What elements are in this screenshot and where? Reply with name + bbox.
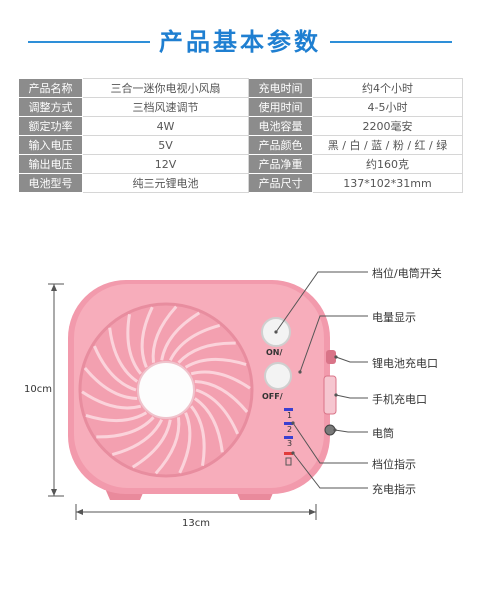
height-label: 10cm xyxy=(24,384,52,395)
level-light-1 xyxy=(284,408,293,411)
spec-key: 产品颜色 xyxy=(248,135,313,155)
spec-row: 输出电压 12V 产品净重 约160克 xyxy=(18,154,463,174)
page-title: 产品基本参数 xyxy=(159,28,321,56)
level-number-1: 1 xyxy=(287,411,293,420)
spec-key: 电池型号 xyxy=(18,173,83,193)
level-number-3: 3 xyxy=(287,439,293,448)
grill-bar xyxy=(194,380,249,413)
grill-bar xyxy=(81,390,142,410)
spec-key: 产品名称 xyxy=(18,78,83,98)
callout-lines xyxy=(275,271,368,489)
grill-bar xyxy=(85,411,148,423)
spec-row: 额定功率 4W 电池容量 2200毫安 xyxy=(18,116,463,136)
fan-illustration xyxy=(48,271,368,520)
grill-bar xyxy=(140,306,154,368)
speed-knob[interactable] xyxy=(264,362,292,390)
charge-indicator-light xyxy=(284,452,293,455)
grill-bar xyxy=(126,314,142,375)
grill-bar xyxy=(83,367,138,400)
spec-value: 三合一迷你电视小风扇 xyxy=(82,78,249,98)
level-light-3 xyxy=(284,436,293,439)
spec-key: 电池容量 xyxy=(248,116,313,136)
callout-power-switch: 档位/电筒开关 xyxy=(372,267,442,280)
grill-bar xyxy=(193,397,224,453)
grill-bar xyxy=(184,357,247,369)
spec-value: 黑 / 白 / 蓝 / 粉 / 红 / 绿 xyxy=(312,135,463,155)
spec-key: 输出电压 xyxy=(18,154,83,174)
spec-value: 12V xyxy=(82,154,249,174)
off-label: OFF/ xyxy=(262,392,283,401)
usb-output-port xyxy=(323,375,337,415)
width-label: 13cm xyxy=(182,518,210,529)
height-dimension-line xyxy=(48,283,64,497)
spec-value: 2200毫安 xyxy=(312,116,463,136)
spec-value: 4-5小时 xyxy=(312,97,463,117)
lithium-charging-port xyxy=(326,350,336,364)
spec-row: 产品名称 三合一迷你电视小风扇 充电时间 约4个小时 xyxy=(18,78,463,98)
spec-value: 5V xyxy=(82,135,249,155)
grill-bar xyxy=(190,370,251,390)
fan-grill xyxy=(81,305,251,475)
callout-battery-display: 电量显示 xyxy=(372,311,416,324)
battery-icon xyxy=(285,457,292,466)
spec-key: 调整方式 xyxy=(18,97,83,117)
callout-flashlight: 电筒 xyxy=(372,427,394,440)
grill-bar xyxy=(93,345,137,392)
grill-bar xyxy=(96,416,155,439)
callout-dots xyxy=(274,330,338,455)
grill-bar xyxy=(151,305,178,363)
spec-row: 电池型号 纯三元锂电池 产品尺寸 137*102*31mm xyxy=(18,173,463,193)
callout-battery-charge-port: 锂电池充电口 xyxy=(372,357,438,370)
grill-bar xyxy=(131,419,172,469)
spec-key: 输入电压 xyxy=(18,135,83,155)
spec-value: 约4个小时 xyxy=(312,78,463,98)
spec-value: 纯三元锂电池 xyxy=(82,173,249,193)
on-label: ON/ xyxy=(266,348,283,357)
callout-level-indicator: 档位指示 xyxy=(372,458,416,471)
spec-row: 调整方式 三档风速调节 使用时间 4-5小时 xyxy=(18,97,463,117)
grill-bar xyxy=(178,412,192,474)
spec-value: 约160克 xyxy=(312,154,463,174)
callout-charge-indicator: 充电指示 xyxy=(372,483,416,496)
grill-bar xyxy=(108,327,139,383)
spec-row: 输入电压 5V 产品颜色 黑 / 白 / 蓝 / 粉 / 红 / 绿 xyxy=(18,135,463,155)
spec-key: 充电时间 xyxy=(248,78,313,98)
level-number-2: 2 xyxy=(287,425,293,434)
spec-key: 使用时间 xyxy=(248,97,313,117)
callout-phone-charge-port: 手机充电口 xyxy=(372,393,427,406)
grill-bar xyxy=(160,311,201,361)
grill-bar xyxy=(168,323,221,361)
spec-key: 额定功率 xyxy=(18,116,83,136)
level-light-2 xyxy=(284,422,293,425)
title-line-right xyxy=(330,41,452,43)
grill-bar xyxy=(195,388,239,435)
title-line-left xyxy=(28,41,150,43)
spec-key: 产品净重 xyxy=(248,154,313,174)
grill-bar xyxy=(190,405,206,466)
product-diagram: 10cm 13cm ON/ OFF/ 1 2 3 档位/电筒开关 电量显示 锂电… xyxy=(0,250,480,594)
title-row: 产品基本参数 xyxy=(0,20,480,60)
spec-table: 产品名称 三合一迷你电视小风扇 充电时间 约4个小时 调整方式 三档风速调节 使… xyxy=(18,78,463,193)
grill-bar xyxy=(111,419,164,457)
grill-bar xyxy=(177,341,236,364)
spec-value: 137*102*31mm xyxy=(312,173,463,193)
spec-value: 三档风速调节 xyxy=(82,97,249,117)
fan-hub xyxy=(137,361,195,419)
grill-bar xyxy=(154,417,181,475)
spec-key: 产品尺寸 xyxy=(248,173,313,193)
spec-value: 4W xyxy=(82,116,249,136)
